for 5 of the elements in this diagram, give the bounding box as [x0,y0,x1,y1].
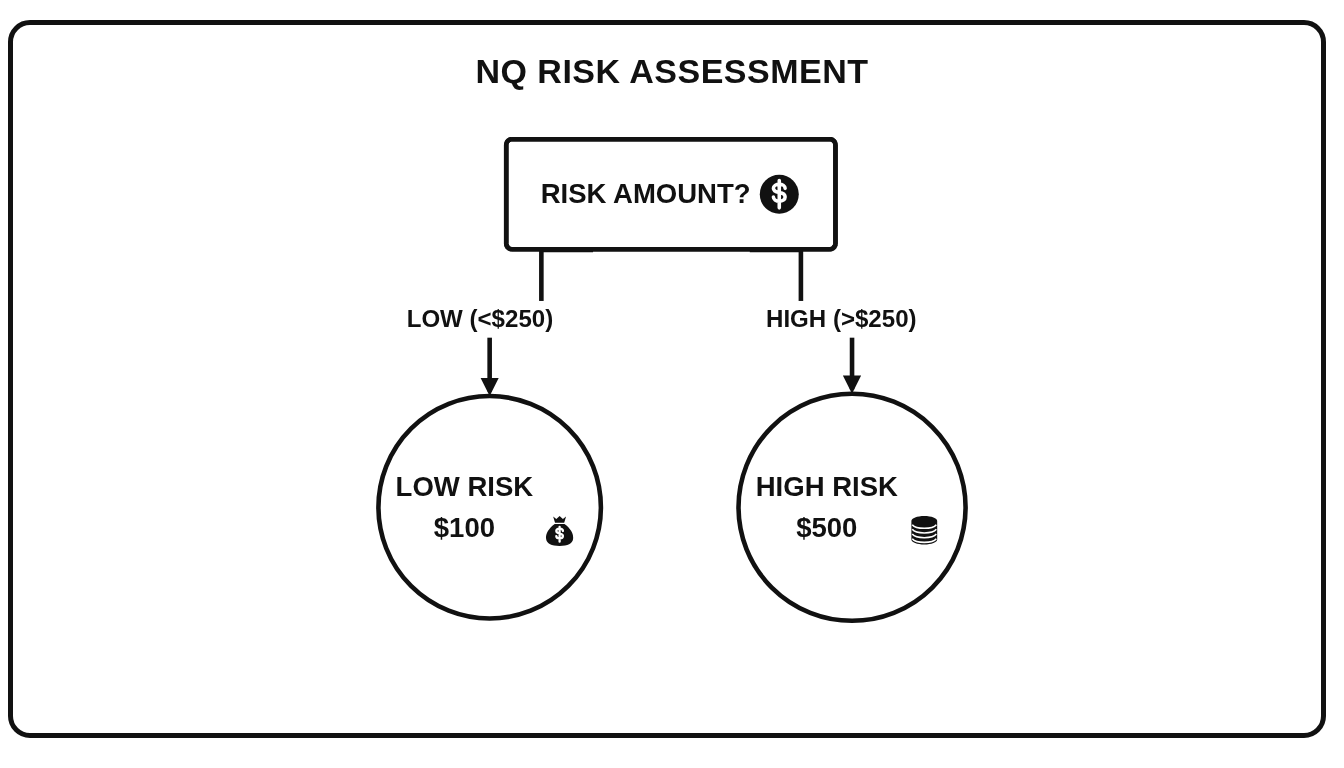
edge-label: HIGH (>$250) [766,305,917,332]
node-circle: LOW RISK $100 [376,393,604,621]
diagram-title: NQ RISK ASSESSMENT [475,52,869,90]
edge-label: LOW (<$250) [406,305,554,332]
node-circle: HIGH RISK $500 [736,391,968,624]
